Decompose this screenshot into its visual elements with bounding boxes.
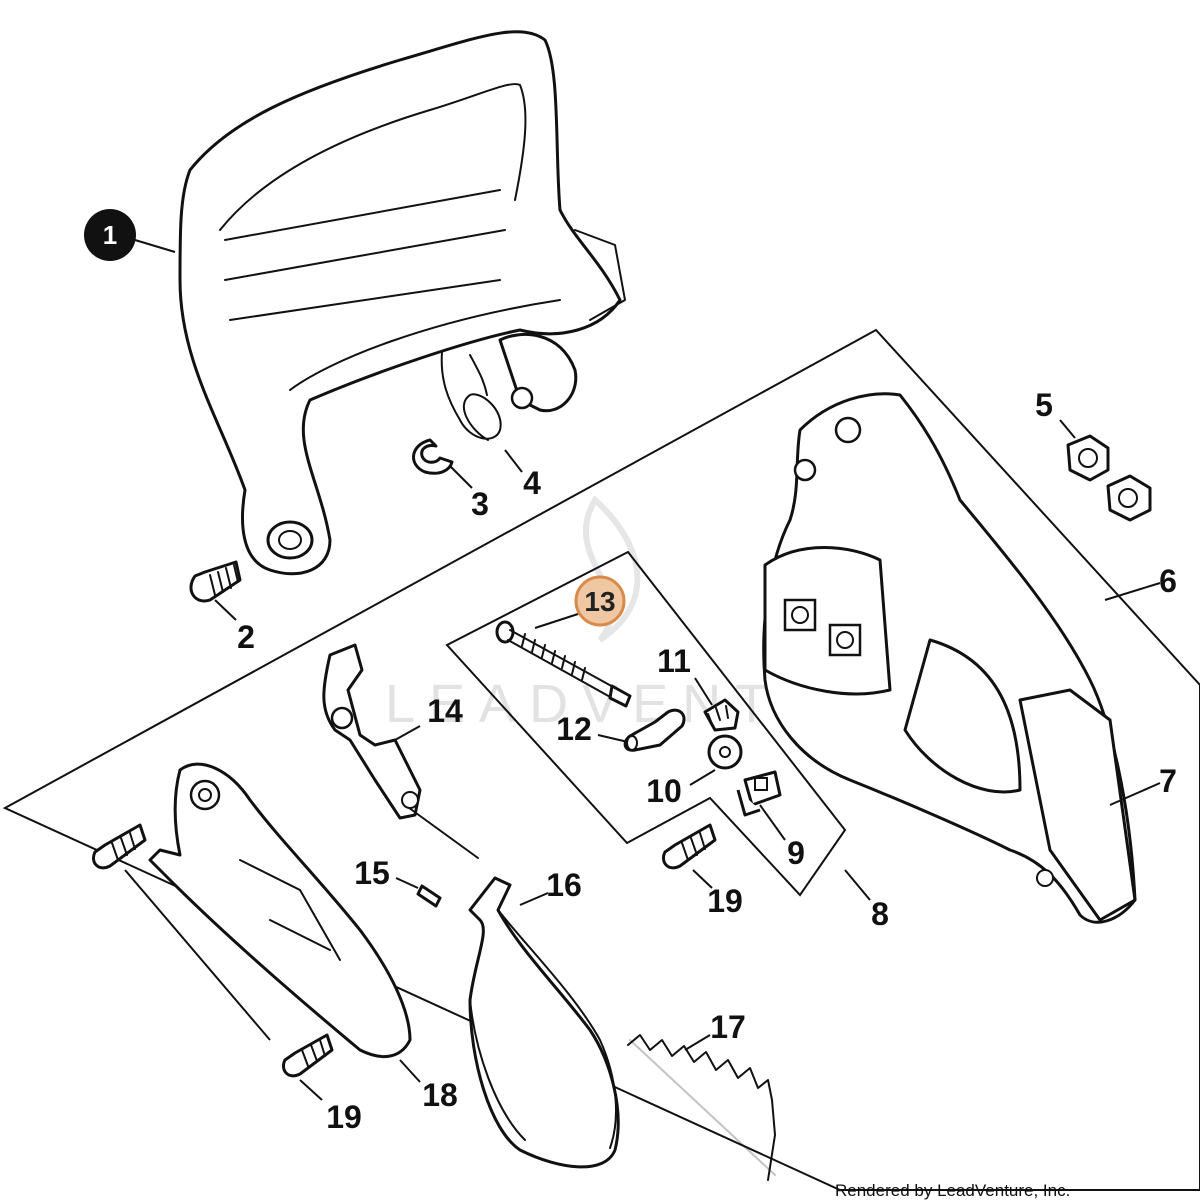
coil-spring-part[interactable] (627, 1034, 776, 1181)
screw-part-19b[interactable] (662, 823, 717, 870)
callout-11[interactable]: 11 (657, 643, 691, 679)
sprocket-part-11[interactable] (703, 698, 740, 732)
callout-13-highlighted[interactable]: 13 (574, 575, 626, 627)
assembly-frame (2, 328, 1200, 1191)
callout-19-bottom[interactable]: 19 (326, 1099, 362, 1135)
callout-18[interactable]: 18 (422, 1077, 458, 1113)
callout-8[interactable]: 8 (871, 896, 889, 932)
watermark-flame-icon (582, 495, 641, 643)
gear-part-10[interactable] (707, 734, 743, 770)
callout-9[interactable]: 9 (787, 835, 805, 871)
torsion-spring-part[interactable] (440, 351, 502, 441)
callout-2[interactable]: 2 (237, 619, 255, 655)
nut-part-5a[interactable] (1066, 434, 1110, 482)
rendered-by-credit: Rendered by LeadVenture, Inc. (835, 1181, 1070, 1200)
bracket-part-9[interactable] (736, 770, 782, 817)
callout-12[interactable]: 12 (556, 711, 592, 747)
callout-14[interactable]: 14 (427, 693, 463, 729)
callout-4[interactable]: 4 (523, 465, 541, 501)
callout-16[interactable]: 16 (546, 867, 582, 903)
bushing-part-12[interactable] (623, 708, 686, 752)
callout-15[interactable]: 15 (354, 855, 390, 891)
screw-part-2[interactable] (189, 560, 242, 603)
callout-1[interactable]: 1 (84, 209, 136, 261)
nut-part-5b[interactable] (1106, 474, 1152, 522)
screw-part-19a[interactable] (92, 823, 147, 870)
guide-plate-part[interactable] (148, 762, 412, 1059)
callout-6[interactable]: 6 (1159, 563, 1177, 599)
circlip-part[interactable] (412, 438, 454, 475)
adjusting-screw-part-13[interactable] (495, 620, 632, 708)
brake-band-part[interactable] (468, 876, 620, 1169)
callout-5[interactable]: 5 (1035, 387, 1053, 423)
svg-text:1: 1 (103, 220, 117, 250)
screw-part-19c[interactable] (282, 1033, 334, 1078)
callout-19-middle[interactable]: 19 (707, 883, 743, 919)
pin-part-15[interactable] (416, 884, 442, 908)
callout-3[interactable]: 3 (471, 486, 489, 522)
brake-housing-part[interactable] (762, 392, 1137, 924)
lever-part-14[interactable] (322, 643, 479, 859)
callout-17[interactable]: 17 (710, 1009, 746, 1045)
hand-guard-part[interactable] (178, 30, 626, 576)
callout-7[interactable]: 7 (1159, 763, 1177, 799)
subassembly-frame (445, 550, 847, 897)
callout-10[interactable]: 10 (646, 773, 682, 809)
svg-text:13: 13 (584, 586, 615, 617)
leader-lines (124, 239, 1161, 1101)
